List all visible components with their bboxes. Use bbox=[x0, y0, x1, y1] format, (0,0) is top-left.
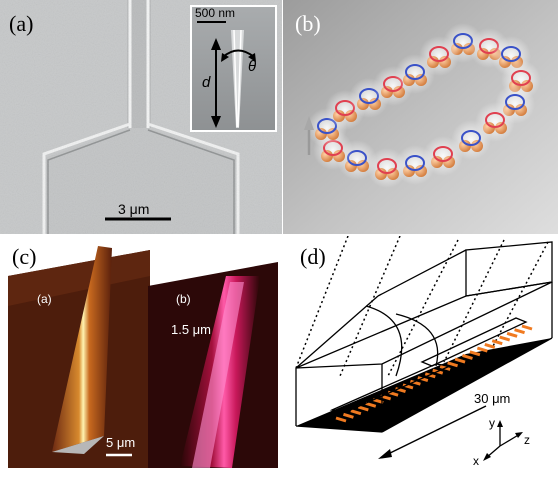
panel-a-label: (a) bbox=[9, 11, 34, 36]
particle bbox=[403, 74, 415, 86]
particle bbox=[387, 168, 399, 180]
circulation-ring bbox=[505, 94, 525, 110]
field-stripe bbox=[409, 379, 421, 386]
field-stripe bbox=[491, 339, 503, 346]
particle-glow bbox=[419, 36, 459, 76]
field-stripe bbox=[335, 416, 347, 423]
particle bbox=[321, 150, 333, 162]
panel-b-label: (b) bbox=[295, 11, 321, 36]
circulation-ring bbox=[501, 46, 521, 62]
field-stripe bbox=[506, 331, 518, 338]
inset-length-symbol: d bbox=[202, 74, 211, 91]
axis-z-label: z bbox=[524, 433, 530, 447]
panel-b: (b) bbox=[283, 0, 558, 234]
panel-d-dimension: 30 μm bbox=[474, 391, 511, 406]
panel-d-graphic bbox=[286, 236, 558, 478]
particle bbox=[477, 48, 489, 60]
particle bbox=[415, 74, 427, 86]
particle bbox=[369, 98, 381, 110]
field-stripe bbox=[343, 412, 354, 419]
field-stripe bbox=[454, 357, 466, 364]
particle bbox=[315, 128, 327, 140]
field-stripe bbox=[521, 324, 533, 331]
field-stripe bbox=[462, 354, 473, 360]
circulation-ring bbox=[433, 146, 453, 162]
particle bbox=[381, 86, 393, 98]
panel-c-label: (c) bbox=[12, 244, 37, 269]
particle bbox=[443, 156, 455, 168]
panel-d-label: (d) bbox=[300, 244, 326, 269]
field-stripe bbox=[417, 376, 429, 382]
particle bbox=[333, 150, 345, 162]
panel-a: (a) 3 μm 500 nm d θ bbox=[0, 0, 282, 234]
particle bbox=[327, 128, 339, 140]
particle bbox=[495, 122, 507, 134]
particle bbox=[333, 110, 345, 122]
field-stripe bbox=[499, 335, 511, 342]
axis-x-label: x bbox=[473, 454, 479, 468]
particle bbox=[357, 98, 369, 110]
particle bbox=[345, 110, 357, 122]
inset-scalebar-label: 500 nm bbox=[195, 6, 236, 20]
particle bbox=[427, 56, 439, 68]
panel-d: (d) 30 μm y z x bbox=[286, 236, 558, 478]
field-stripe bbox=[350, 409, 362, 416]
panel-c-sub-b-label: (b) bbox=[176, 292, 191, 306]
field-stripe bbox=[357, 405, 369, 412]
panel-a-graphic bbox=[0, 0, 282, 234]
field-stripe bbox=[447, 361, 459, 368]
particle bbox=[415, 165, 427, 177]
circulation-ring bbox=[461, 130, 481, 146]
panel-c-graphic bbox=[0, 236, 284, 478]
field-stripe bbox=[514, 328, 525, 335]
panel-b-graphic bbox=[283, 0, 558, 234]
panel-c-sub-b-text: 1.5 μm bbox=[171, 322, 212, 337]
inset-angle-symbol: θ bbox=[248, 58, 257, 75]
field-stripe bbox=[484, 342, 496, 349]
panel-a-scalebar-label: 3 μm bbox=[118, 201, 150, 217]
field-stripe bbox=[476, 346, 488, 353]
particle bbox=[515, 104, 527, 116]
circulation-ring bbox=[377, 158, 397, 174]
field-stripe bbox=[365, 401, 377, 408]
circulation-ring bbox=[485, 112, 505, 128]
circulation-ring bbox=[405, 64, 425, 80]
particle bbox=[471, 140, 483, 152]
panel-c: (c) (a) 5 μm (b) 1.5 μm bbox=[0, 236, 284, 478]
particle bbox=[357, 160, 369, 172]
field-stripe bbox=[469, 350, 481, 357]
panel-c-sub-a-scalebar: 5 μm bbox=[106, 435, 136, 450]
particle bbox=[459, 140, 471, 152]
circulation-ring bbox=[429, 46, 449, 62]
particle bbox=[439, 56, 451, 68]
panel-c-sub-a-label: (a) bbox=[37, 292, 52, 306]
axis-y-label: y bbox=[489, 416, 495, 430]
particle bbox=[375, 168, 387, 180]
